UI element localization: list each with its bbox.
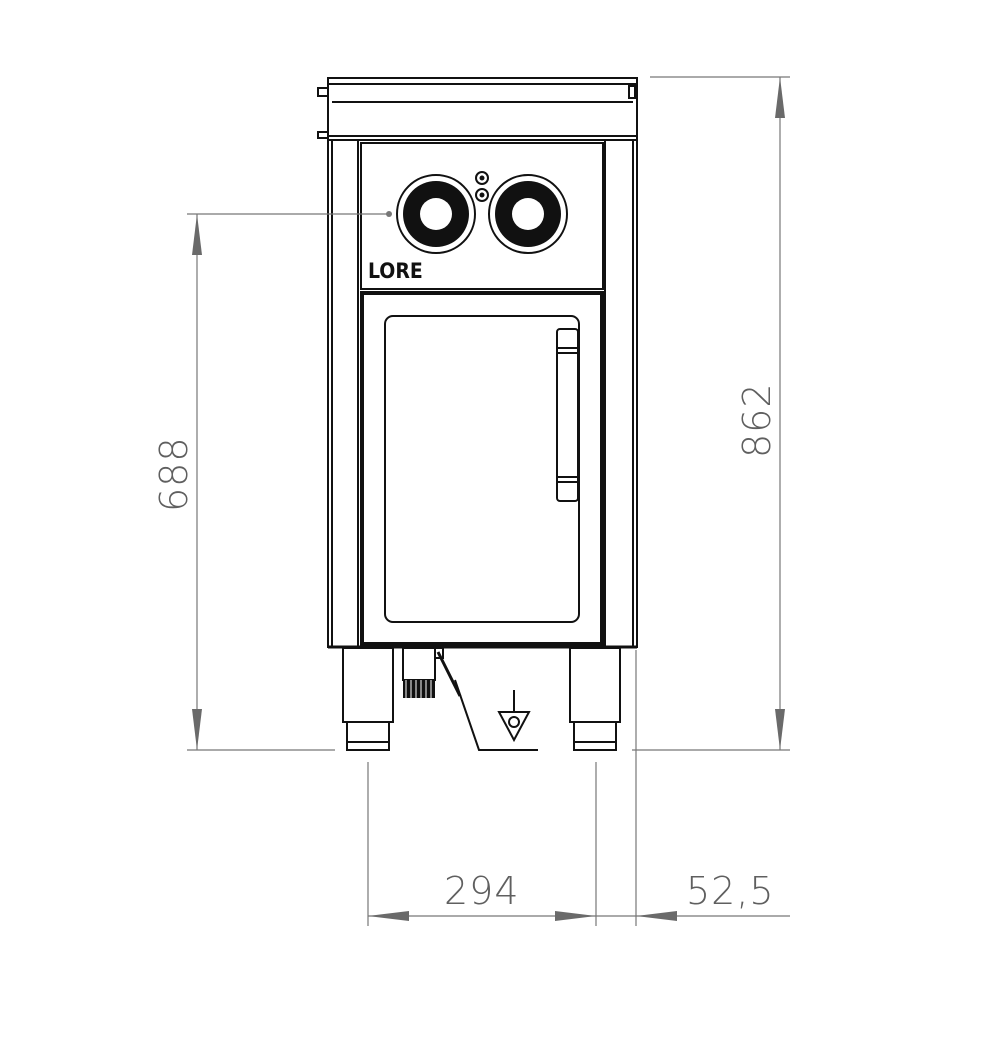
dim-label-52-5: 52,5	[686, 869, 775, 913]
dim-label-688: 688	[152, 436, 196, 512]
dim-label-294: 294	[444, 869, 520, 913]
appliance-front-view: LORE	[317, 77, 638, 751]
right-knob-icon[interactable]	[488, 174, 568, 254]
dimension-working-height: 688	[152, 211, 392, 751]
right-foot	[569, 647, 621, 751]
control-panel	[360, 142, 604, 290]
brand-logo: LORE	[368, 259, 423, 283]
dimension-width: 294	[367, 762, 597, 926]
worktop	[317, 77, 638, 141]
indicator-lights	[475, 171, 489, 202]
ground-symbol-icon	[497, 690, 531, 743]
door-handle[interactable]	[556, 328, 579, 502]
drain-valve	[402, 647, 462, 698]
dim-label-862: 862	[735, 382, 779, 458]
dimension-offset: 52,5	[596, 650, 790, 926]
cabinet-body	[327, 139, 638, 648]
left-foot	[342, 647, 394, 751]
dimension-overall-height: 862	[632, 76, 790, 751]
left-knob-icon[interactable]	[396, 174, 476, 254]
cabinet-door[interactable]	[360, 291, 604, 646]
leader-line	[454, 679, 538, 751]
